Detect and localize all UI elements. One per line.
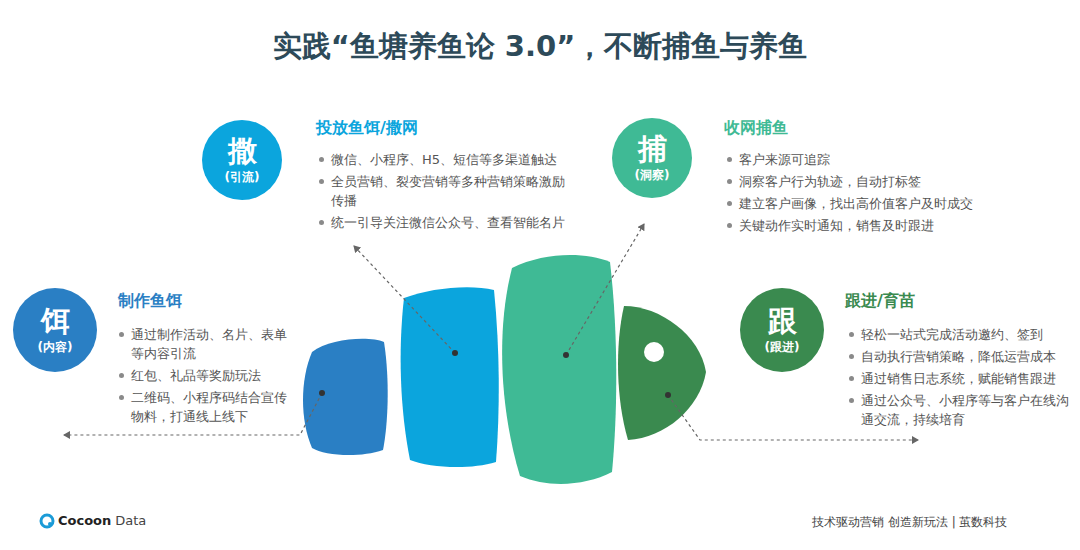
step-subtitle: (跟进) xyxy=(765,340,800,354)
fish-body-segment xyxy=(401,287,499,467)
step-circle: 跟 (跟进) xyxy=(740,288,824,372)
step-node: 撒 (引流) 投放鱼饵/撒网微信、小程序、H5、短信等多渠道触达全员营销、裂变营销等… xyxy=(198,112,600,244)
bullet-dot xyxy=(849,398,854,403)
bullet-dot xyxy=(727,223,732,228)
bullet-text: 红包、礼品等奖励玩法 xyxy=(118,366,293,385)
footer-slogan: 技术驱动营销 创造新玩法 | 茧数科技 xyxy=(812,513,1008,531)
step-char: 饵 xyxy=(41,306,70,336)
bullet-dot xyxy=(119,395,124,400)
step-circle: 饵 (内容) xyxy=(13,288,97,372)
bullet-list: 微信、小程序、H5、短信等多渠道触达全员营销、裂变营销等多种营销策略激励传播统一… xyxy=(318,150,569,235)
step-char: 撒 xyxy=(228,136,257,166)
bullet-dot xyxy=(727,157,732,162)
bullet-text: 轻松一站式完成活动邀约、签到 xyxy=(848,325,1078,344)
leader-line xyxy=(354,246,455,353)
bullet-text: 通过销售日志系统，赋能销售跟进 xyxy=(848,369,1078,388)
bullet-list: 通过制作活动、名片、表单等内容引流红包、礼品等奖励玩法二维码、小程序码结合宣传物… xyxy=(118,325,293,429)
brand-name: Data xyxy=(115,512,146,530)
logo-icon xyxy=(41,515,53,527)
bullet-dot xyxy=(319,179,324,184)
step-circle: 撒 (引流) xyxy=(202,120,282,200)
step-circle: 捕 (洞察) xyxy=(612,118,692,198)
fish-eye xyxy=(644,342,664,362)
leader-dot xyxy=(452,350,458,356)
leader-dot xyxy=(563,352,569,358)
bullet-text: 客户来源可追踪 xyxy=(726,150,979,169)
bullet-dot xyxy=(727,179,732,184)
bullet-text: 统一引导关注微信公众号、查看智能名片 xyxy=(318,213,569,232)
bullet-text: 二维码、小程序码结合宣传物料，打通线上线下 xyxy=(118,388,293,426)
bullet-text: 洞察客户行为轨迹，自动打标签 xyxy=(726,172,979,191)
fish-head xyxy=(618,306,706,440)
step-heading: 投放鱼饵/撒网 xyxy=(316,118,418,137)
step-char: 捕 xyxy=(638,134,667,164)
leader-dot xyxy=(319,390,325,396)
diagram-title: 实践“鱼塘养鱼论 3.0”，不断捕鱼与养鱼 xyxy=(0,28,1080,66)
leader-dot xyxy=(665,392,671,398)
fish-tail xyxy=(303,339,388,455)
fish-body-segment xyxy=(502,255,616,484)
logo-icon xyxy=(48,522,52,526)
bullet-dot xyxy=(727,201,732,206)
bullet-dot xyxy=(119,332,124,337)
bullet-list: 客户来源可追踪洞察客户行为轨迹，自动打标签建立客户画像，找出高价值客户及时成交关… xyxy=(726,150,979,238)
bullet-text: 自动执行营销策略，降低运营成本 xyxy=(848,347,1078,366)
bullet-text: 通过制作活动、名片、表单等内容引流 xyxy=(118,325,293,363)
step-heading: 跟进/育苗 xyxy=(845,291,915,310)
leader-line xyxy=(566,224,644,355)
step-node: 捕 (洞察) 收网捕鱼客户来源可追踪洞察客户行为轨迹，自动打标签建立客户画像，找出高… xyxy=(608,112,1030,244)
brand-name: Cocoon xyxy=(58,512,111,530)
bullet-text: 建立客户画像，找出高价值客户及时成交 xyxy=(726,194,979,213)
bullet-text: 关键动作实时通知，销售及时跟进 xyxy=(726,216,979,235)
bullet-dot xyxy=(319,157,324,162)
bullet-text: 通过公众号、小程序等与客户在线沟通交流，持续培育 xyxy=(848,391,1078,429)
bullet-dot xyxy=(319,220,324,225)
step-subtitle: (引流) xyxy=(225,170,260,184)
step-node: 跟(跟进)跟进/育苗轻松一站式完成活动邀约、签到自动执行营销策略，降低运营成本通… xyxy=(738,285,1080,434)
bullet-dot xyxy=(119,373,124,378)
bullet-text: 微信、小程序、H5、短信等多渠道触达 xyxy=(318,150,569,169)
step-subtitle: (洞察) xyxy=(635,168,670,182)
step-heading: 制作鱼饵 xyxy=(118,291,182,310)
step-char: 跟 xyxy=(768,306,797,336)
bullet-list: 轻松一站式完成活动邀约、签到自动执行营销策略，降低运营成本通过销售日志系统，赋能… xyxy=(848,325,1078,432)
bullet-dot xyxy=(849,332,854,337)
step-heading: 收网捕鱼 xyxy=(724,118,788,137)
bullet-dot xyxy=(849,354,854,359)
step-subtitle: (内容) xyxy=(38,340,73,354)
bullet-text: 全员营销、裂变营销等多种营销策略激励传播 xyxy=(318,172,569,210)
step-node: 饵 (内容) 制作鱼饵通过制作活动、名片、表单等内容引流红包、礼品等奖励玩法二维码、… xyxy=(10,285,322,431)
bullet-dot xyxy=(849,376,854,381)
